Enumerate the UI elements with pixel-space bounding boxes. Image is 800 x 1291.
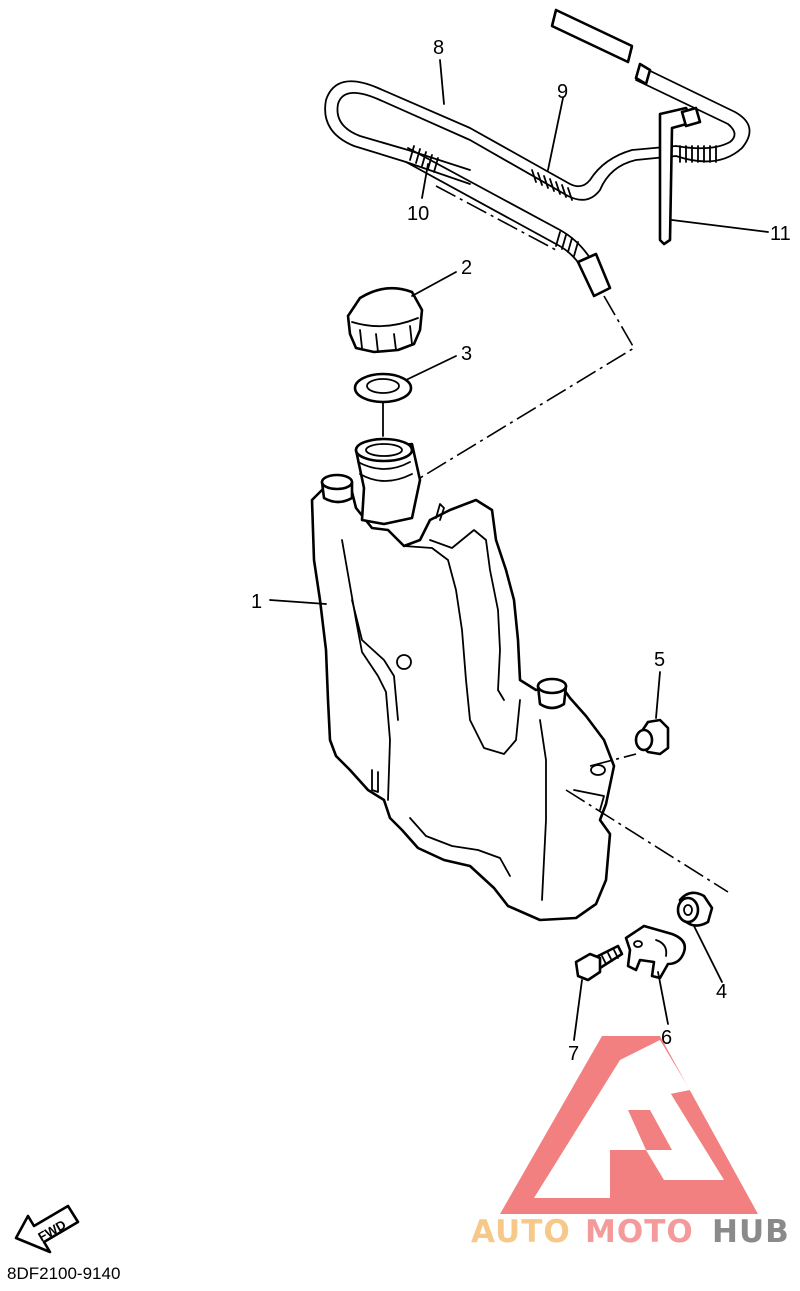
- coolant-reservoir-tank-1: [310, 437, 616, 922]
- gasket-3: [353, 372, 413, 404]
- watermark-triangle-icon: [500, 1036, 758, 1214]
- fwd-direction-arrow: FWD: [14, 1204, 80, 1254]
- callout-9: 9: [557, 81, 568, 103]
- hose-spring-9: [531, 145, 717, 201]
- hose-assembly: [324, 8, 751, 298]
- bracket-6: [624, 924, 687, 980]
- callout-2: 2: [461, 257, 472, 279]
- callout-5: 5: [654, 649, 665, 671]
- callout-6: 6: [661, 1027, 672, 1049]
- watermark-word-moto: MOTO: [585, 1214, 694, 1250]
- callout-3: 3: [461, 343, 472, 365]
- grommet-4: [676, 891, 714, 927]
- watermark-text: AUTO MOTO HUB: [471, 1214, 790, 1250]
- tank-cap-2: [346, 286, 424, 354]
- callout-labels: 1 2 3 4 5 6 7 8 9 10 11: [251, 37, 791, 1065]
- bolt-7: [574, 944, 624, 982]
- callout-7: 7: [568, 1043, 579, 1065]
- leader-lines: [269, 59, 769, 1041]
- watermark-word-hub: HUB: [712, 1214, 790, 1250]
- callout-4: 4: [716, 981, 727, 1003]
- callout-8: 8: [433, 37, 444, 59]
- watermark-word-auto: AUTO: [471, 1214, 571, 1250]
- overflow-hose-10: [405, 147, 591, 269]
- hose-clamp-11: [658, 106, 696, 246]
- collar-5: [634, 718, 670, 756]
- breather-hose-8: [336, 11, 751, 201]
- hose-spring-10: [409, 145, 579, 257]
- callout-10: 10: [407, 203, 429, 225]
- watermark-logo: [500, 1036, 758, 1214]
- drawing-code: 8DF2100-9140: [7, 1264, 121, 1283]
- callout-1: 1: [251, 591, 262, 613]
- callout-11: 11: [770, 223, 791, 245]
